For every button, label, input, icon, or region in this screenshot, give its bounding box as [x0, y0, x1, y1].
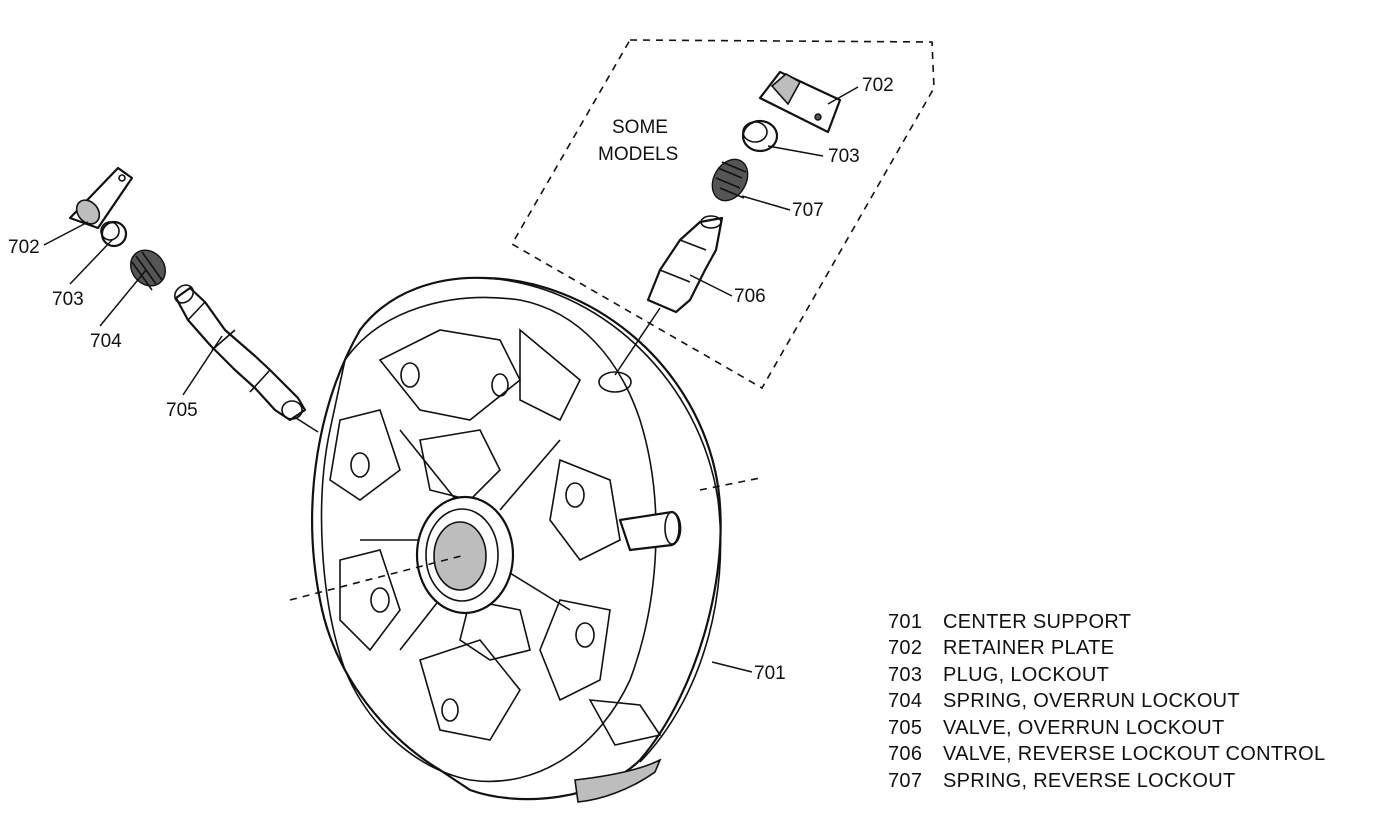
some-models-label-line2: MODELS: [598, 144, 678, 165]
center-support-701: [289, 276, 761, 803]
leader-701: [711, 661, 753, 673]
legend-row: 707 SPRING, REVERSE LOCKOUT: [888, 768, 1325, 795]
legend-description: RETAINER PLATE: [943, 637, 1115, 660]
legend-row: 704 SPRING, OVERRUN LOCKOUT: [888, 689, 1325, 716]
callout-701: 701: [754, 663, 786, 684]
spring-707: [711, 158, 749, 202]
callout-702-left: 702: [8, 237, 40, 258]
legend-number: 701: [888, 610, 923, 633]
leader-705: [182, 335, 223, 396]
legend-description: CENTER SUPPORT: [943, 610, 1132, 633]
parts-legend: 701 CENTER SUPPORT 702 RETAINER PLATE 70…: [888, 609, 1325, 795]
leader-706: [689, 274, 733, 297]
leader-707: [741, 195, 791, 211]
callout-703-left: 703: [52, 289, 84, 310]
legend-row: 701 CENTER SUPPORT: [888, 609, 1325, 636]
some-models-label-line1: SOME: [612, 117, 668, 138]
retainer-plate-702-right: [758, 70, 842, 134]
legend-number: 705: [888, 716, 923, 739]
legend-number: 704: [888, 690, 923, 713]
callout-704: 704: [90, 331, 122, 352]
callout-706: 706: [734, 286, 766, 307]
spring-704: [129, 249, 167, 291]
legend-row: 703 PLUG, LOCKOUT: [888, 662, 1325, 689]
callout-702-right: 702: [862, 75, 894, 96]
plug-703-left: [100, 220, 128, 248]
leader-703-left: [69, 239, 113, 285]
valve-706: [614, 215, 724, 376]
legend-row: 705 VALVE, OVERRUN LOCKOUT: [888, 715, 1325, 742]
retainer-plate-702-left: [68, 166, 134, 230]
leader-702-right: [827, 86, 859, 105]
callout-705: 705: [166, 400, 198, 421]
leader-703-right: [767, 145, 824, 157]
plug-703-right: [741, 119, 779, 153]
legend-description: VALVE, REVERSE LOCKOUT CONTROL: [943, 743, 1326, 766]
legend-number: 702: [888, 637, 923, 660]
legend-description: PLUG, LOCKOUT: [943, 663, 1110, 686]
legend-description: SPRING, REVERSE LOCKOUT: [943, 769, 1236, 792]
legend-number: 706: [888, 743, 923, 766]
legend-number: 703: [888, 663, 923, 686]
legend-description: SPRING, OVERRUN LOCKOUT: [943, 690, 1240, 713]
callout-707: 707: [792, 200, 824, 221]
some-models-dashed-outline: [510, 39, 935, 390]
legend-row: 702 RETAINER PLATE: [888, 636, 1325, 663]
legend-row: 706 VALVE, REVERSE LOCKOUT CONTROL: [888, 742, 1325, 769]
callout-703-right: 703: [828, 146, 860, 167]
leader-704: [99, 269, 147, 327]
leader-702-left: [43, 221, 89, 246]
legend-description: VALVE, OVERRUN LOCKOUT: [943, 716, 1225, 739]
legend-number: 707: [888, 769, 923, 792]
